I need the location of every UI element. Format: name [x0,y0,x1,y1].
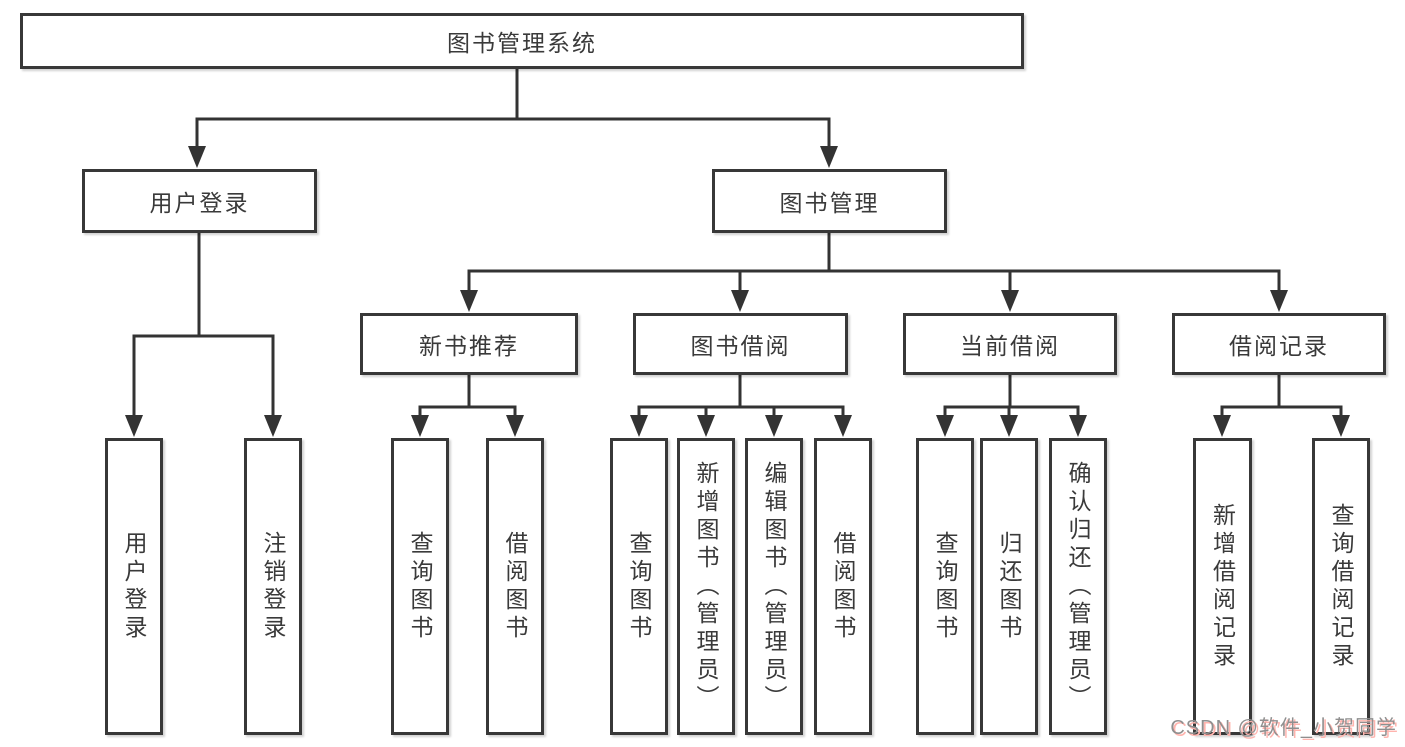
leaf-query-books-current-label: 查询图书 [932,530,958,643]
leaf-borrow-books-label: 借阅图书 [830,530,856,643]
leaf-add-book-admin-label: 新增图书（管理员） [693,460,719,713]
leaf-confirm-return-admin: 确认归还（管理员） [1049,438,1107,735]
arrowhead [1069,415,1087,437]
arrowhead [460,290,478,312]
leaf-edit-book-admin: 编辑图书（管理员） [745,438,803,735]
connector-user-login-branch [132,233,275,418]
leaf-query-books-recommend: 查询图书 [391,438,449,735]
node-root-system: 图书管理系统 [20,13,1024,69]
leaf-query-borrow-record: 查询借阅记录 [1312,438,1370,735]
leaf-user-login: 用户登录 [105,438,163,735]
node-user-login-label: 用户登录 [149,190,250,216]
leaf-query-books-current: 查询图书 [916,438,974,735]
leaf-query-books-borrow-label: 查询图书 [626,530,652,643]
leaf-logout-label: 注销登录 [260,530,286,643]
node-book-borrow: 图书借阅 [633,313,848,375]
node-book-management-label: 图书管理 [779,190,880,216]
leaf-return-book: 归还图书 [980,438,1038,735]
connector-book-borrow-branch [637,375,845,418]
arrowhead [1000,415,1018,437]
leaf-query-books-borrow: 查询图书 [610,438,668,735]
arrowhead [264,415,282,437]
connector-new-book-branch [418,375,517,418]
arrowhead [125,415,143,437]
leaf-query-borrow-record-label: 查询借阅记录 [1328,502,1354,671]
leaf-edit-book-admin-label: 编辑图书（管理员） [761,460,787,713]
arrowhead [731,290,749,312]
leaf-logout: 注销登录 [244,438,302,735]
arrowhead [1270,290,1288,312]
leaf-query-books-recommend-label: 查询图书 [407,530,433,643]
node-book-borrow-label: 图书借阅 [690,333,791,359]
leaf-add-borrow-record: 新增借阅记录 [1193,438,1252,735]
arrowhead [506,415,524,437]
leaf-user-login-label: 用户登录 [121,530,147,643]
node-root-system-label: 图书管理系统 [447,30,597,56]
arrowhead [188,146,206,168]
leaf-confirm-return-admin-label: 确认归还（管理员） [1065,460,1091,713]
node-borrow-records: 借阅记录 [1172,313,1386,375]
node-user-login: 用户登录 [82,169,317,233]
arrowhead [834,415,852,437]
leaf-add-borrow-record-label: 新增借阅记录 [1209,502,1236,671]
arrowhead [1001,290,1019,312]
leaf-add-book-admin: 新增图书（管理员） [677,438,735,735]
arrowhead [1213,415,1231,437]
leaf-borrow-books: 借阅图书 [814,438,872,735]
arrowhead [1332,415,1350,437]
arrowhead [765,415,783,437]
arrowhead [820,146,838,168]
node-new-book-recommend: 新书推荐 [360,313,578,375]
leaf-return-book-label: 归还图书 [996,530,1022,643]
node-current-borrow: 当前借阅 [903,313,1117,375]
connector-root-to-level1 [195,67,831,149]
node-new-book-recommend-label: 新书推荐 [419,333,519,359]
leaf-borrow-books-recommend-label: 借阅图书 [502,530,528,643]
connector-book-management-branch [467,233,1281,293]
arrowhead [411,415,429,437]
arrowhead [936,415,954,437]
arrowhead [697,415,715,437]
arrowhead [630,415,648,437]
node-book-management: 图书管理 [712,169,947,233]
connector-current-borrow-branch [943,375,1080,418]
leaf-borrow-books-recommend: 借阅图书 [486,438,544,735]
csdn-watermark: CSDN @软件_小贺同学 [1170,717,1397,739]
node-current-borrow-label: 当前借阅 [960,333,1060,359]
node-borrow-records-label: 借阅记录 [1229,333,1329,359]
connector-borrow-records-branch [1220,375,1343,418]
